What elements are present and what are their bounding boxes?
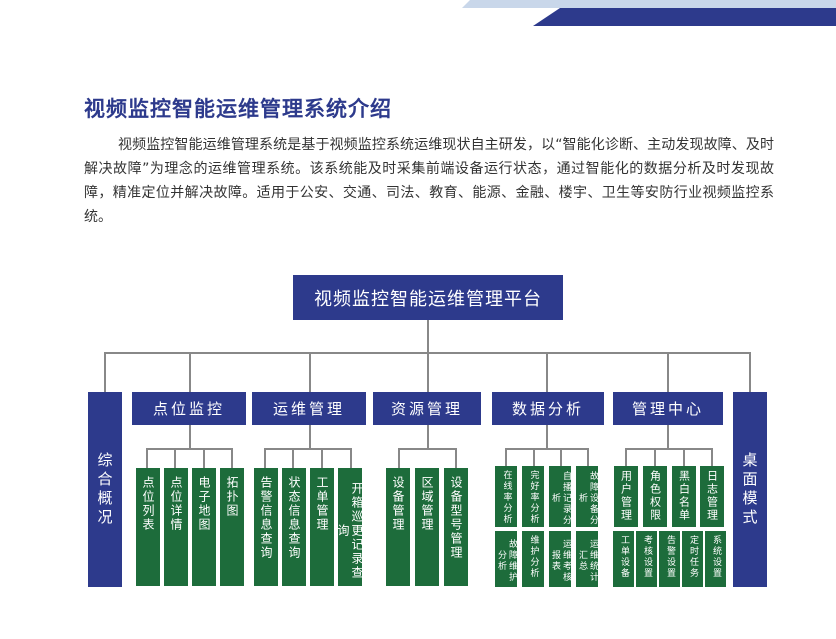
leaf-intact-rate: 完好率分析	[522, 466, 544, 527]
header-decoration	[462, 0, 836, 26]
connector	[667, 425, 669, 449]
connector	[533, 448, 535, 466]
connector	[398, 448, 456, 450]
connector	[309, 425, 311, 449]
connector	[625, 448, 712, 450]
leaf-device-management: 设备管理	[386, 468, 410, 586]
connector	[321, 448, 323, 468]
leaf-topology: 拓扑图	[220, 468, 244, 586]
connector	[749, 352, 751, 392]
connector	[505, 448, 507, 466]
category-data-analysis: 数据分析	[492, 392, 604, 425]
connector	[427, 320, 429, 353]
connector	[350, 448, 352, 468]
connector	[231, 448, 233, 468]
leaf-point-detail: 点位详情	[164, 468, 188, 586]
connector	[505, 448, 588, 450]
leaf-device-model: 设备型号管理	[444, 468, 468, 586]
leaf-record-analysis: 自播记录分析	[549, 466, 571, 527]
connector	[189, 425, 191, 449]
leaf-fault-device: 故障设备分析	[576, 466, 598, 527]
leaf-point-list: 点位列表	[136, 468, 160, 586]
leaf-ops-assessment: 运维考核报表	[549, 531, 571, 587]
leaf-work-order-device: 工单设备	[613, 531, 634, 587]
connector	[427, 425, 429, 449]
intro-paragraph: 视频监控智能运维管理系统是基于视频监控系统运维现状自主研发，以“智能化诊断、主动…	[84, 137, 774, 225]
leaf-fault-maintenance: 故障维护分析	[495, 531, 517, 587]
connector	[398, 448, 400, 468]
connector	[587, 448, 589, 466]
connector	[174, 448, 176, 468]
connector	[427, 352, 429, 392]
connector	[560, 448, 562, 466]
leaf-system-settings: 系统设置	[705, 531, 726, 587]
leaf-work-order: 工单管理	[310, 468, 334, 586]
leaf-log-management: 日志管理	[700, 466, 724, 527]
category-point-monitoring: 点位监控	[132, 392, 246, 425]
connector	[654, 448, 656, 466]
connector	[146, 448, 148, 468]
connector	[203, 448, 205, 468]
category-management-center: 管理中心	[613, 392, 723, 425]
side-node-overview: 综合概况	[88, 392, 122, 587]
connector	[711, 448, 713, 466]
connector	[455, 448, 457, 468]
connector	[104, 352, 106, 392]
connector	[189, 352, 191, 392]
leaf-scheduled-tasks: 定时任务	[682, 531, 703, 587]
connector	[264, 448, 351, 450]
connector	[683, 448, 685, 466]
leaf-assessment-settings: 考核设置	[636, 531, 657, 587]
connector	[146, 448, 232, 450]
connector	[309, 352, 311, 392]
leaf-ops-summary: 运维统计汇总	[576, 531, 598, 587]
leaf-alarm-settings: 告警设置	[659, 531, 680, 587]
side-node-desktop-mode: 桌面模式	[733, 392, 767, 587]
category-ops-management: 运维管理	[252, 392, 366, 425]
leaf-role-permission: 角色权限	[643, 466, 667, 527]
leaf-maintenance-analysis: 维护分析	[522, 531, 544, 587]
connector	[667, 352, 669, 392]
leaf-area-management: 区域管理	[415, 468, 439, 586]
page-title: 视频监控智能运维管理系统介绍	[84, 97, 392, 121]
leaf-black-white-list: 黑白名单	[672, 466, 696, 527]
leaf-status-query: 状态信息查询	[282, 468, 306, 586]
leaf-alarm-query: 告警信息查询	[254, 468, 278, 586]
leaf-user-management: 用户管理	[614, 466, 638, 527]
connector	[264, 448, 266, 468]
leaf-electronic-map: 电子地图	[192, 468, 216, 586]
connector	[546, 425, 548, 449]
category-resource-management: 资源管理	[373, 392, 481, 425]
leaf-online-rate: 在线率分析	[495, 466, 517, 527]
connector	[292, 448, 294, 468]
root-node: 视频监控智能运维管理平台	[293, 275, 563, 320]
leaf-patrol-record: 开箱巡更记录查询	[336, 468, 364, 586]
connector	[625, 448, 627, 466]
connector	[546, 352, 548, 392]
